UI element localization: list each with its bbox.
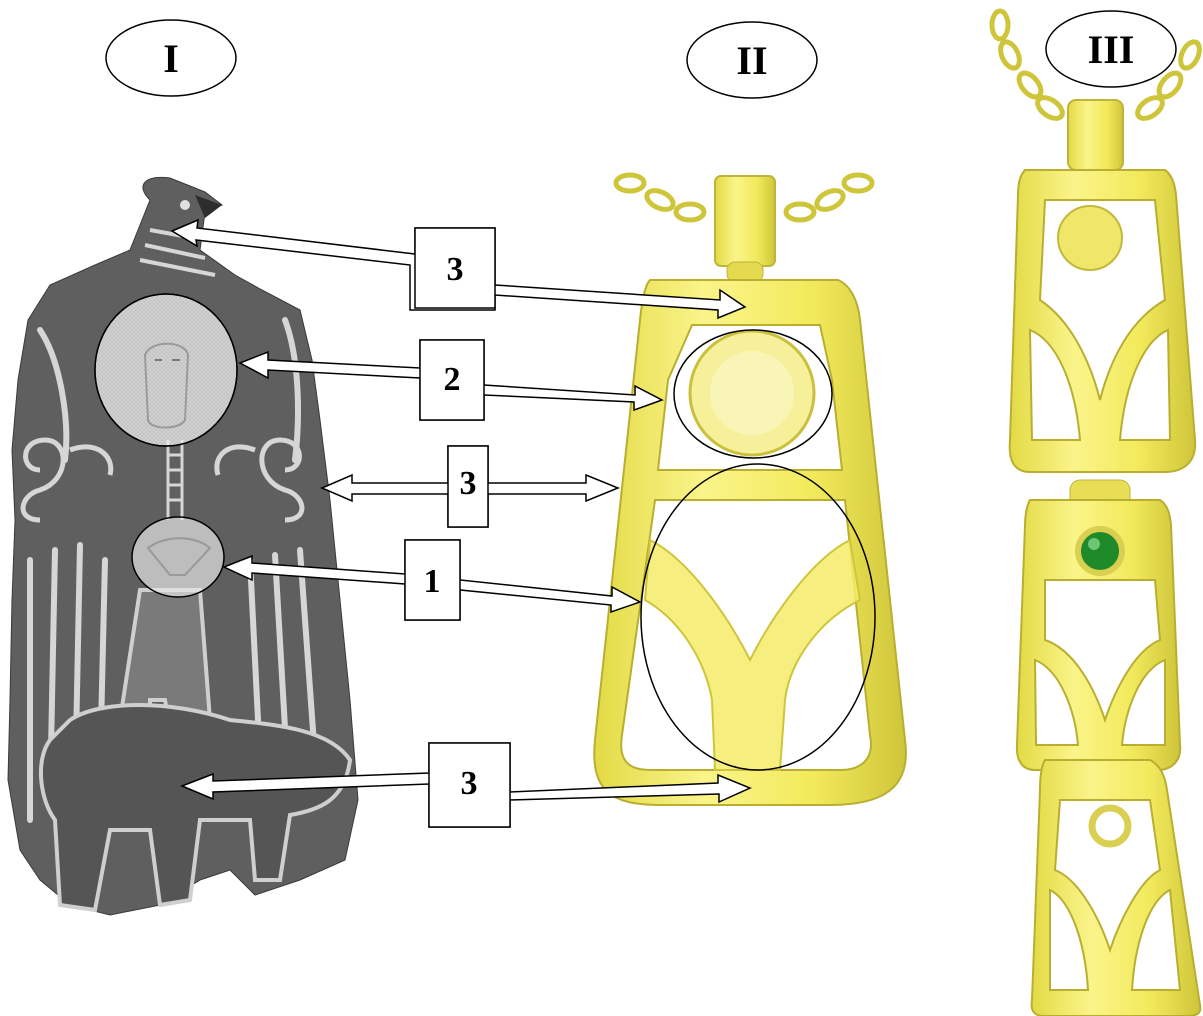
callout-label-2: 2 [444,361,461,398]
stone-chest-highlight [132,517,224,597]
panel-label-II-text: II [736,38,767,83]
panel-label-I: I [106,20,236,96]
triple-gem [1078,529,1122,573]
pendant-bail [715,176,775,266]
panel-label-III-text: III [1088,27,1135,72]
gold-pendant [594,175,906,805]
callout-label-3-top: 3 [447,251,464,288]
callout-label-3-middle: 3 [460,465,477,502]
panel-label-II: II [687,22,817,98]
triple-pendant [992,11,1203,1016]
callout-label-3-bottom: 3 [461,765,478,802]
stone-eagle-figure [8,177,358,915]
pendant-y-shape [645,540,860,770]
triple-bead-top [1058,206,1122,270]
triple-link-bottom [1032,760,1201,1016]
panel-label-I-text: I [163,36,179,81]
callout-arrow-side: 3 [322,446,618,527]
callout-label-1: 1 [424,563,441,600]
panel-label-III: III [1046,11,1176,87]
